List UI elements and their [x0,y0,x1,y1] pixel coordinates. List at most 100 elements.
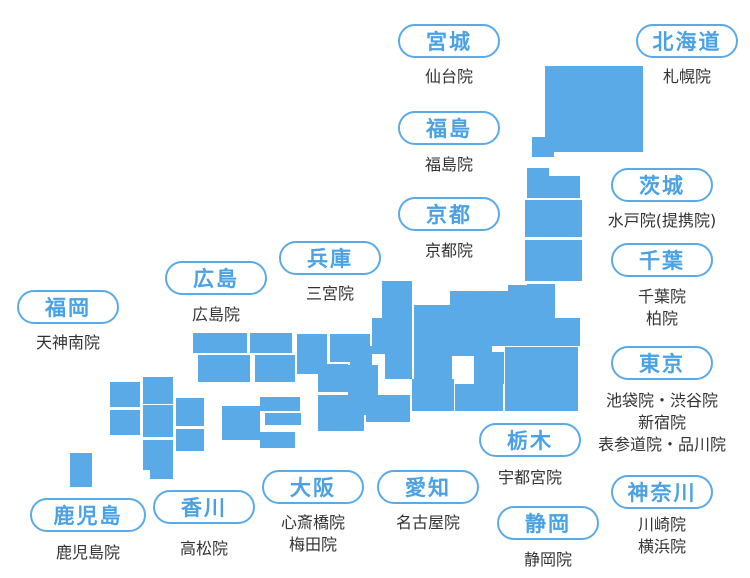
prefecture-shape [385,354,412,379]
region-button-aichi[interactable]: 愛知 [377,470,479,504]
clinic-name: 新宿院 [637,413,686,432]
prefecture-shape [70,453,92,487]
clinic-list-tochigi: 宇都宮院 [445,467,615,489]
clinic-list-chiba: 千葉院柏院 [577,286,747,330]
prefecture-shape [193,333,247,353]
prefecture-shape [143,405,173,437]
prefecture-shape [492,318,520,346]
prefecture-shape [222,406,260,440]
clinic-name: 梅田院 [288,535,337,554]
prefecture-shape [176,398,204,426]
clinic-name: 千葉院 [637,287,686,306]
prefecture-shape [527,284,555,318]
region-button-miyagi[interactable]: 宮城 [398,24,500,58]
clinic-name: 静岡院 [523,550,572,569]
clinic-name: 水戸院(提携院) [607,211,717,230]
clinic-list-kanagawa: 川崎院横浜院 [577,514,747,558]
clinic-list-miyagi: 仙台院 [364,66,534,88]
prefecture-shape [545,390,578,411]
region-button-kyoto[interactable]: 京都 [398,197,500,231]
prefecture-shape [250,333,292,353]
prefecture-shape [532,137,554,157]
clinic-name: 池袋院・渋谷院 [605,391,718,410]
prefecture-shape [297,334,327,374]
clinic-name: 仙台院 [424,67,473,86]
clinic-list-hokkaido: 札幌院 [602,66,750,88]
clinic-list-kagawa: 高松院 [119,538,289,560]
region-button-chiba[interactable]: 千葉 [611,243,713,277]
prefecture-shape [552,200,582,237]
clinic-list-shizuoka: 静岡院 [463,549,633,571]
region-button-tochigi[interactable]: 栃木 [479,423,581,457]
region-button-hiroshima[interactable]: 広島 [165,261,267,295]
region-button-hyogo[interactable]: 兵庫 [279,241,381,275]
prefecture-shape [455,384,503,411]
prefecture-shape [255,355,295,382]
prefecture-shape [265,413,301,425]
clinic-name: 川崎院 [637,515,686,534]
clinic-list-kagoshima: 鹿児島院 [3,542,173,564]
region-button-tokyo[interactable]: 東京 [611,346,713,380]
prefecture-shape [110,410,140,435]
clinic-list-fukushima: 福島院 [364,154,534,176]
prefecture-shape [474,352,504,384]
clinic-list-kyoto: 京都院 [364,240,534,262]
clinic-name: 三宮院 [305,284,354,303]
prefecture-shape [508,285,528,295]
prefecture-shape [414,350,452,379]
prefecture-shape [550,318,580,346]
clinic-name: 柏院 [645,309,678,328]
prefecture-shape [350,346,372,368]
clinic-name: 宇都宮院 [497,468,562,487]
prefecture-shape [143,440,173,470]
clinic-name: 京都院 [424,241,473,260]
prefecture-shape [372,318,412,354]
clinic-list-hyogo: 三宮院 [245,283,415,305]
clinic-name: 横浜院 [637,537,686,556]
clinic-list-hiroshima: 広島院 [131,304,301,326]
region-button-hokkaido[interactable]: 北海道 [636,24,738,58]
clinic-name: 表参道院・品川院 [597,435,726,454]
prefecture-shape [176,429,204,451]
prefecture-shape [543,347,578,371]
region-button-fukuoka[interactable]: 福岡 [17,290,119,324]
prefecture-shape [520,318,550,346]
clinic-name: 高松院 [179,539,228,558]
clinic-name: 天神南院 [35,333,100,352]
prefecture-shape [527,176,580,198]
clinic-list-fukuoka: 天神南院 [0,332,153,354]
prefecture-shape [412,379,454,411]
region-button-kagawa[interactable]: 香川 [153,490,255,524]
clinic-name: 札幌院 [662,67,711,86]
prefecture-shape [552,240,582,281]
prefecture-shape [260,432,295,448]
region-button-shizuoka[interactable]: 静岡 [497,506,599,540]
clinic-name: 広島院 [191,305,240,324]
prefecture-shape [450,318,492,356]
prefecture-shape [143,377,173,404]
region-button-ibaraki[interactable]: 茨城 [611,168,713,202]
prefecture-shape [260,397,300,411]
region-button-kanagawa[interactable]: 神奈川 [611,475,713,509]
prefecture-shape [525,240,552,281]
clinic-name: 心斎橋院 [280,513,345,532]
region-button-osaka[interactable]: 大阪 [262,470,364,504]
prefecture-shape [505,347,543,371]
prefecture-shape [150,467,173,479]
clinic-list-osaka: 心斎橋院梅田院 [228,512,398,556]
clinic-list-tokyo: 池袋院・渋谷院新宿院表参道院・品川院 [577,390,747,456]
region-button-kagoshima[interactable]: 鹿児島 [30,498,146,532]
clinic-name: 名古屋院 [395,513,460,532]
prefecture-shape [450,291,528,319]
prefecture-shape [414,305,450,350]
region-button-fukushima[interactable]: 福島 [398,111,500,145]
clinic-name: 福島院 [424,155,473,174]
prefecture-shape [505,390,545,411]
prefecture-shape [525,200,552,237]
clinic-list-ibaraki: 水戸院(提携院) [577,210,747,232]
clinic-name: 鹿児島院 [55,543,120,562]
prefecture-shape [318,395,364,431]
prefecture-shape [545,66,643,152]
prefecture-shape [198,355,250,382]
